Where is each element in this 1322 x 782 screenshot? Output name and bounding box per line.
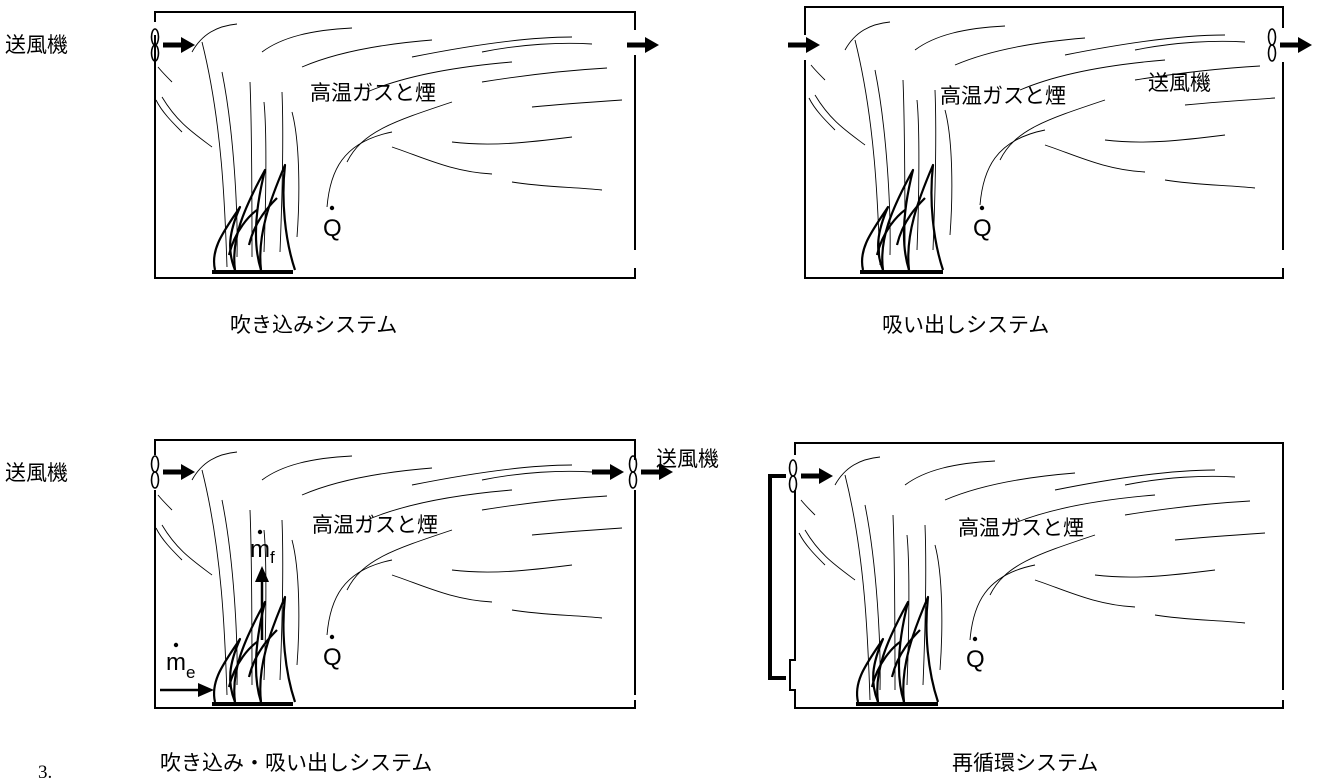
gas-label: 高温ガスと煙	[310, 81, 436, 105]
fan-icon	[150, 455, 160, 489]
fan-label: 送風機	[5, 461, 68, 485]
me-subscript: e	[186, 663, 195, 682]
gas-label: 高温ガスと煙	[940, 84, 1066, 108]
heat-dot	[979, 205, 985, 211]
heat-release-label: Q	[966, 646, 985, 673]
fan-icon	[1267, 28, 1277, 62]
inlet-arrow-icon	[163, 464, 195, 480]
heat-release-label: Q	[323, 215, 342, 242]
gas-label: 高温ガスと煙	[958, 516, 1084, 540]
heat-dot	[972, 636, 978, 642]
inlet-arrow-icon	[788, 37, 820, 53]
room-outline	[154, 11, 636, 279]
fan-icon	[628, 455, 638, 489]
inlet-arrow-icon	[163, 37, 195, 53]
flame-icon	[860, 163, 945, 272]
smoke-flow-lines	[798, 456, 1266, 701]
flame-icon	[212, 595, 297, 704]
smoke-flow-lines	[808, 21, 1276, 266]
heat-dot	[329, 634, 335, 640]
caption: 吹き込み・吸い出しシステム	[160, 751, 432, 775]
inlet-arrow-icon	[801, 468, 833, 484]
fan-label-2: 送風機	[656, 447, 719, 471]
recirculation-duct	[768, 474, 786, 680]
outlet-arrow-icon	[627, 37, 659, 53]
heat-release-label: Q	[973, 215, 992, 242]
caption: 再循環システム	[952, 751, 1098, 775]
caption: 吹き込みシステム	[230, 313, 397, 337]
panel-supply: 送風機 高温ガスと煙 Q 吹き込みシステム	[5, 11, 659, 337]
panel-recirculation: 高温ガスと煙 Q 再循環システム	[768, 442, 1284, 775]
caption: 吸い出しシステム	[882, 313, 1049, 337]
outlet-arrow-icon	[592, 464, 624, 480]
panel-exhaust: 送風機 高温ガスと煙 Q 吸い出しシステム	[788, 6, 1312, 337]
figure-number: 3.	[38, 762, 52, 782]
mf-subscript: f	[270, 548, 275, 567]
mf-dot	[257, 529, 263, 535]
fan-icon	[788, 459, 798, 493]
room-outline	[154, 439, 636, 709]
heat-release-label: Q	[323, 644, 342, 671]
outlet-arrow-icon	[1280, 37, 1312, 53]
room-outline	[789, 442, 1284, 709]
room-outline	[804, 6, 1284, 279]
heat-dot	[329, 205, 335, 211]
plume-arrowhead	[255, 566, 269, 582]
me-dot	[173, 642, 179, 648]
fan-label: 送風機	[1148, 71, 1211, 95]
fan-label: 送風機	[5, 33, 68, 57]
mf-symbol: m	[250, 536, 270, 563]
panel-supply-exhaust: m f m e 送風機 送風機 高温ガスと煙 Q 吹き込み・吸い出しシステム 3…	[5, 439, 719, 782]
entrainment-arrowhead	[198, 683, 214, 697]
me-symbol: m	[166, 649, 186, 676]
gas-label: 高温ガスと煙	[312, 513, 438, 537]
